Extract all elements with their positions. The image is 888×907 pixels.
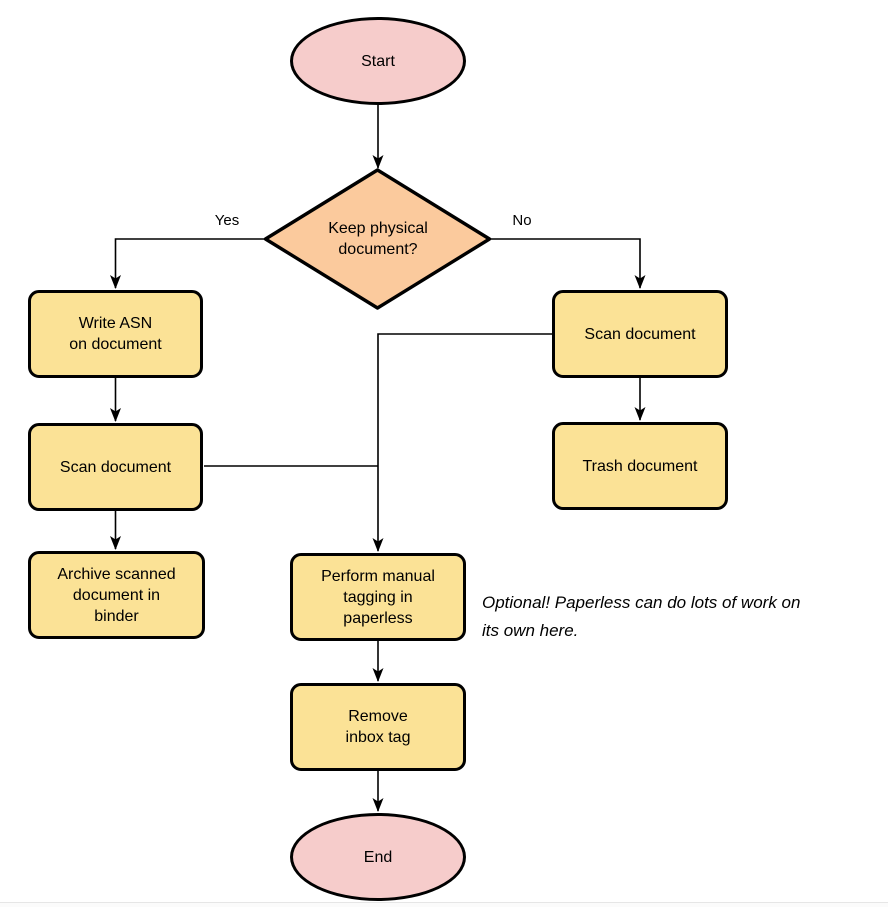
scan-document-right-node: Scan document bbox=[552, 290, 728, 378]
edge-scan-right-to-tagging bbox=[372, 333, 552, 552]
remove-inbox-tag-node: Remove inbox tag bbox=[290, 683, 466, 771]
edge-decision-yes-to-write-asn bbox=[110, 238, 266, 289]
write-asn-node: Write ASN on document bbox=[28, 290, 203, 378]
yes-edge-label: Yes bbox=[214, 212, 240, 229]
bottom-divider bbox=[0, 902, 888, 907]
scan-document-left-node: Scan document bbox=[28, 423, 203, 511]
trash-document-node: Trash document bbox=[552, 422, 728, 510]
archive-scanned-document-node: Archive scanned document in binder bbox=[28, 551, 205, 639]
keep-physical-document-decision-shape bbox=[263, 168, 492, 310]
no-edge-label: No bbox=[512, 212, 532, 229]
optional-note: Optional! Paperless can do lots of work … bbox=[482, 593, 801, 640]
manual-tagging-node: Perform manual tagging in paperless bbox=[290, 553, 466, 641]
end-node: End bbox=[290, 813, 466, 901]
edge-decision-no-to-scan-right bbox=[489, 238, 646, 289]
keep-physical-document-decision-label: Keep physical document? bbox=[328, 220, 428, 258]
start-node: Start bbox=[290, 17, 466, 105]
